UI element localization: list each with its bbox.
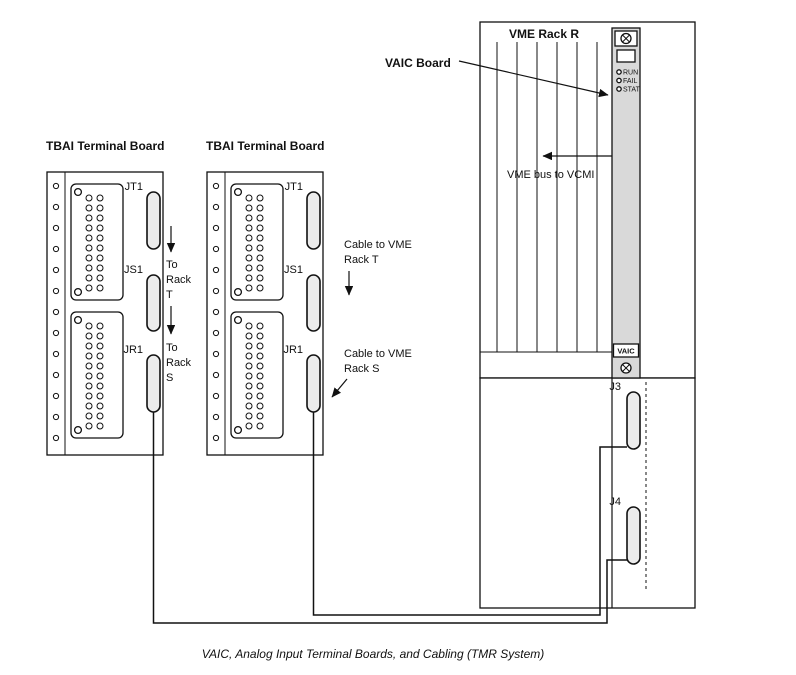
cable-board1-jr1-to-j4 xyxy=(152,412,627,624)
vaic-handle xyxy=(616,49,636,63)
vme-rack-upper xyxy=(479,21,696,379)
vaic-pointer-line xyxy=(458,60,609,98)
board1-js1-label: JS1 xyxy=(124,264,143,276)
vaic-tag-label: VAIC xyxy=(617,347,635,356)
led-run-label: RUN xyxy=(623,70,638,77)
vme-bus-label: VME bus to VCMI xyxy=(507,169,594,181)
led-run-dot xyxy=(616,69,622,75)
screw-slot xyxy=(622,34,630,43)
board1-jt1-label: JT1 xyxy=(125,181,143,193)
note-cable-s-line1: Cable to VME xyxy=(344,348,412,360)
note-to-rack-s-line3: S xyxy=(166,372,173,384)
connector-j4-label: J4 xyxy=(609,496,621,508)
note-to-rack-s-line1: To xyxy=(166,342,178,354)
board2-title: TBAI Terminal Board xyxy=(206,139,324,153)
note-to-rack-t-line1: To xyxy=(166,259,178,271)
note-to-rack-t-line2: Rack xyxy=(166,274,192,286)
board2-js1-label: JS1 xyxy=(284,264,303,276)
note-cable-s-line2: Rack S xyxy=(344,363,379,375)
vme-rack-title: VME Rack R xyxy=(509,27,579,41)
note-cable-t-line2: Rack T xyxy=(344,254,379,266)
led-fail-label: FAIL xyxy=(623,78,638,85)
note-to-rack-s-line2: Rack xyxy=(166,357,192,369)
note-to-rack-t-line3: T xyxy=(166,289,173,301)
vme-rack-lower xyxy=(479,377,696,609)
vaic-panel xyxy=(611,27,641,379)
led-stat-label: STAT xyxy=(623,87,641,94)
screw-slot xyxy=(622,364,630,372)
vaic-board: RUN FAIL STAT VAIC xyxy=(611,27,641,379)
figure-caption: VAIC, Analog Input Terminal Boards, and … xyxy=(202,647,545,661)
arrow-cable-s xyxy=(331,378,348,398)
tbai-board-2 xyxy=(206,171,324,456)
led-fail-dot xyxy=(616,77,622,84)
board2-jr1-label: JR1 xyxy=(283,344,303,356)
connector-j4 xyxy=(626,506,641,565)
card-slots xyxy=(480,42,612,353)
led-stat-dot xyxy=(616,86,622,92)
board1-jr1-label: JR1 xyxy=(123,344,143,356)
connector-j3-label: J3 xyxy=(609,381,621,393)
note-cable-t-line1: Cable to VME xyxy=(344,239,412,251)
board1-title: TBAI Terminal Board xyxy=(46,139,164,153)
connector-j3 xyxy=(626,391,641,450)
vaic-pointer-label: VAIC Board xyxy=(385,56,451,70)
cable-board2-jr1-to-j3 xyxy=(312,412,627,616)
board2-jt1-label: JT1 xyxy=(285,181,303,193)
tbai-board-1 xyxy=(46,171,164,456)
vaic-tag-box xyxy=(612,343,640,358)
